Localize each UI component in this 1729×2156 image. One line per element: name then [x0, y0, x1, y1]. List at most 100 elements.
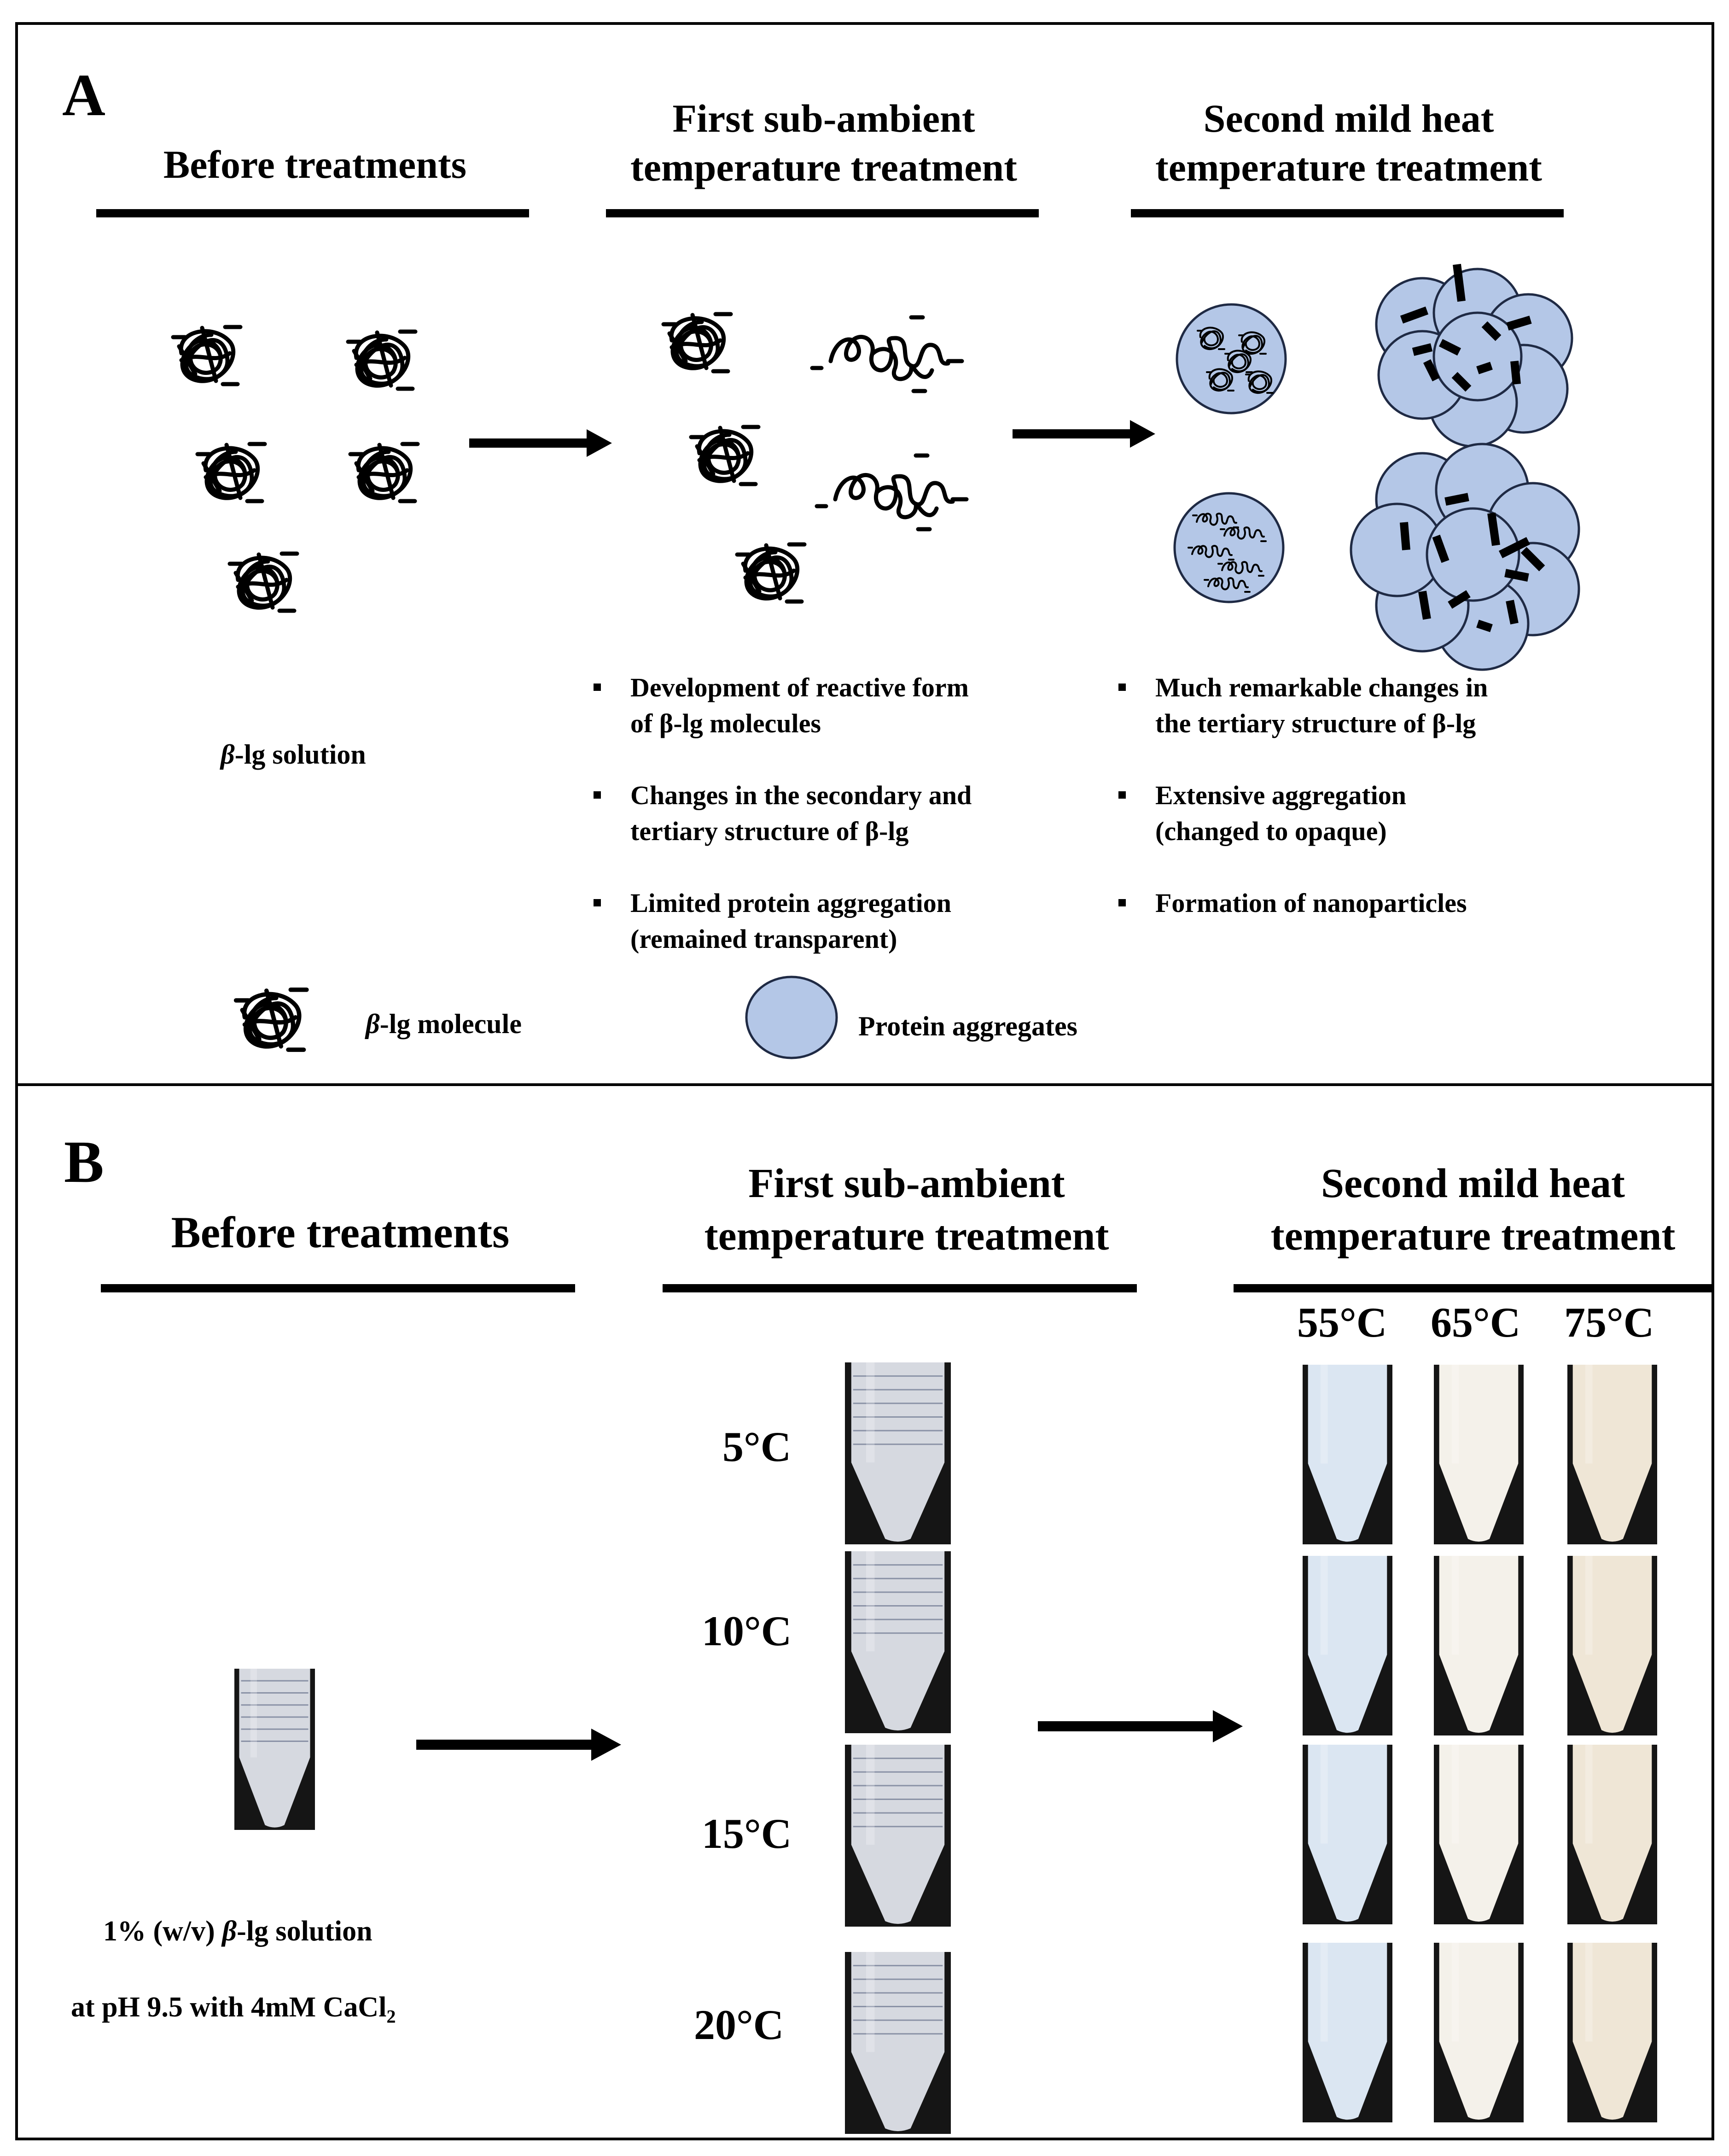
solution-label-a: β-lg solution: [221, 739, 366, 771]
bullet-item: Much remarkable changes in the tertiary s…: [1118, 670, 1671, 742]
panel-b: B Before treatments First sub-ambient te…: [15, 1083, 1714, 2140]
tube-photo-heat: [1567, 1943, 1657, 2122]
aggregate-bonds: [1400, 493, 1545, 632]
heading-line: First sub-ambient: [672, 96, 975, 140]
heading-line: temperature treatment: [1155, 145, 1542, 189]
bullet-item: Limited protein aggregation (remained tra…: [594, 885, 1100, 957]
tube-photo-heat: [1567, 1365, 1657, 1544]
tube-photo-heat: [1567, 1745, 1657, 1924]
bullet-line: (remained transparent): [630, 924, 897, 954]
heading-line: Second mild heat: [1203, 96, 1494, 140]
large-aggregate-cluster: [1375, 268, 1573, 448]
tube-photo-heat: [1303, 1556, 1392, 1735]
heading-first-a: First sub-ambient temperature treatment: [603, 94, 1045, 192]
caption-text: at pH 9.5 with 4mM CaCl: [71, 1992, 387, 2023]
beta-symbol: β: [221, 739, 235, 770]
label-text: -lg molecule: [379, 1009, 522, 1039]
mechanism-diagram: [18, 263, 1580, 1059]
tube-photo-heat: [1434, 1365, 1524, 1544]
panel-a: A Before treatments First sub-ambient te…: [15, 22, 1714, 1086]
aggregate-bonds: [1400, 263, 1532, 392]
bullet-line: (changed to opaque): [1155, 816, 1387, 846]
legend-molecule-label: β-lg molecule: [366, 1008, 522, 1040]
beta-lg-molecule: [348, 332, 415, 389]
tube-photo-before: [234, 1669, 315, 1830]
bullet-line: Changes in the secondary and: [630, 780, 972, 810]
tube-photo-heat: [1303, 1365, 1392, 1544]
tube-photo-heat: [1303, 1745, 1392, 1924]
heading-rule: [96, 209, 529, 217]
arrow-right-icon: [469, 429, 612, 457]
heading-rule: [606, 209, 1039, 217]
heading-second-b: Second mild heat temperature treatment: [1224, 1157, 1722, 1262]
tube-photo-heat: [1434, 1943, 1524, 2122]
arrow-right-icon: [1013, 420, 1155, 448]
unfolded-beta-lg: [817, 456, 966, 529]
label-text: -lg solution: [234, 739, 366, 770]
bullet-line: Much remarkable changes in: [1155, 672, 1488, 702]
heading-line: temperature treatment: [1270, 1213, 1676, 1259]
heading-first-b: First sub-ambient temperature treatment: [663, 1157, 1151, 1262]
bullet-item: Development of reactive form of β-lg mole…: [594, 670, 1100, 742]
beta-lg-molecule: [198, 444, 265, 501]
heading-line: temperature treatment: [630, 145, 1017, 189]
bullet-line: Development of reactive form: [630, 672, 969, 702]
arrow-right-icon: [416, 1729, 621, 1761]
legend-aggregate-icon: [745, 976, 838, 1059]
tube-photo-heat: [1303, 1943, 1392, 2122]
heading-rule: [663, 1284, 1137, 1292]
tube-photo-sub-ambient: [845, 1745, 951, 1927]
heading-before-a: Before treatments: [163, 142, 467, 187]
tube-photo-heat: [1434, 1556, 1524, 1735]
caption-subscript: 2: [386, 2006, 396, 2027]
beta-lg-molecule: [230, 554, 297, 611]
bullet-item: Extensive aggregation (changed to opaque): [1118, 777, 1671, 849]
sub-temp-5: 5°C: [722, 1423, 792, 1470]
beta-lg-molecule: [664, 314, 731, 371]
arrows-layer: [416, 1710, 1243, 1761]
bullet-line: Extensive aggregation: [1155, 780, 1407, 810]
heading-second-a: Second mild heat temperature treatment: [1128, 94, 1570, 192]
heading-before-b: Before treatments: [171, 1208, 510, 1257]
tube-photo-sub-ambient: [845, 1551, 951, 1733]
heading-rule: [1131, 209, 1564, 217]
legend-molecule-icon: [236, 990, 307, 1050]
second-treatment-bullets: Much remarkable changes in the tertiary s…: [1118, 670, 1671, 957]
solution-caption-line1: 1% (w/v) β-lg solution: [103, 1915, 373, 1948]
heat-temp-75: 75°C: [1564, 1299, 1654, 1346]
bullet-line: of β-lg molecules: [630, 708, 821, 738]
heading-line: Second mild heat: [1321, 1161, 1625, 1206]
beta-lg-molecule: [350, 444, 418, 501]
tube-photo-sub-ambient: [845, 1362, 951, 1544]
caption-text: -lg solution: [237, 1916, 373, 1947]
heading-rule: [101, 1284, 575, 1292]
bullet-line: Limited protein aggregation: [630, 888, 952, 918]
heading-line: First sub-ambient: [748, 1161, 1065, 1206]
tube-photo-heat: [1434, 1745, 1524, 1924]
solution-caption-line2: at pH 9.5 with 4mM CaCl2: [71, 1991, 396, 2027]
sub-temp-20: 20°C: [694, 2001, 784, 2048]
large-aggregate-cluster: [1350, 443, 1580, 671]
sub-temp-15: 15°C: [702, 1810, 792, 1857]
unfolded-beta-lg: [812, 317, 962, 391]
first-treatment-bullets: Development of reactive form of β-lg mole…: [594, 670, 1100, 993]
caption-text: 1% (w/v): [103, 1916, 222, 1947]
sub-temp-10: 10°C: [702, 1607, 792, 1654]
tube-photo-heat: [1567, 1556, 1657, 1735]
tube-photo-sub-ambient: [845, 1952, 951, 2134]
heading-line: temperature treatment: [704, 1213, 1109, 1259]
small-aggregate: [1176, 303, 1287, 415]
arrow-right-icon: [1038, 1710, 1243, 1742]
heat-temp-55: 55°C: [1297, 1299, 1387, 1346]
panel-b-letter: B: [64, 1129, 104, 1195]
bullet-line: the tertiary structure of β-lg: [1155, 708, 1476, 738]
beta-symbol: β: [366, 1009, 380, 1039]
panel-a-letter: A: [62, 62, 105, 129]
legend-aggregate-label: Protein aggregates: [858, 1011, 1077, 1041]
beta-symbol: β: [222, 1916, 237, 1947]
beta-lg-molecule: [737, 544, 804, 602]
small-aggregate-unfolded: [1173, 492, 1285, 603]
bullet-item: Formation of nanoparticles: [1118, 885, 1671, 921]
bullet-line: Formation of nanoparticles: [1155, 888, 1467, 918]
